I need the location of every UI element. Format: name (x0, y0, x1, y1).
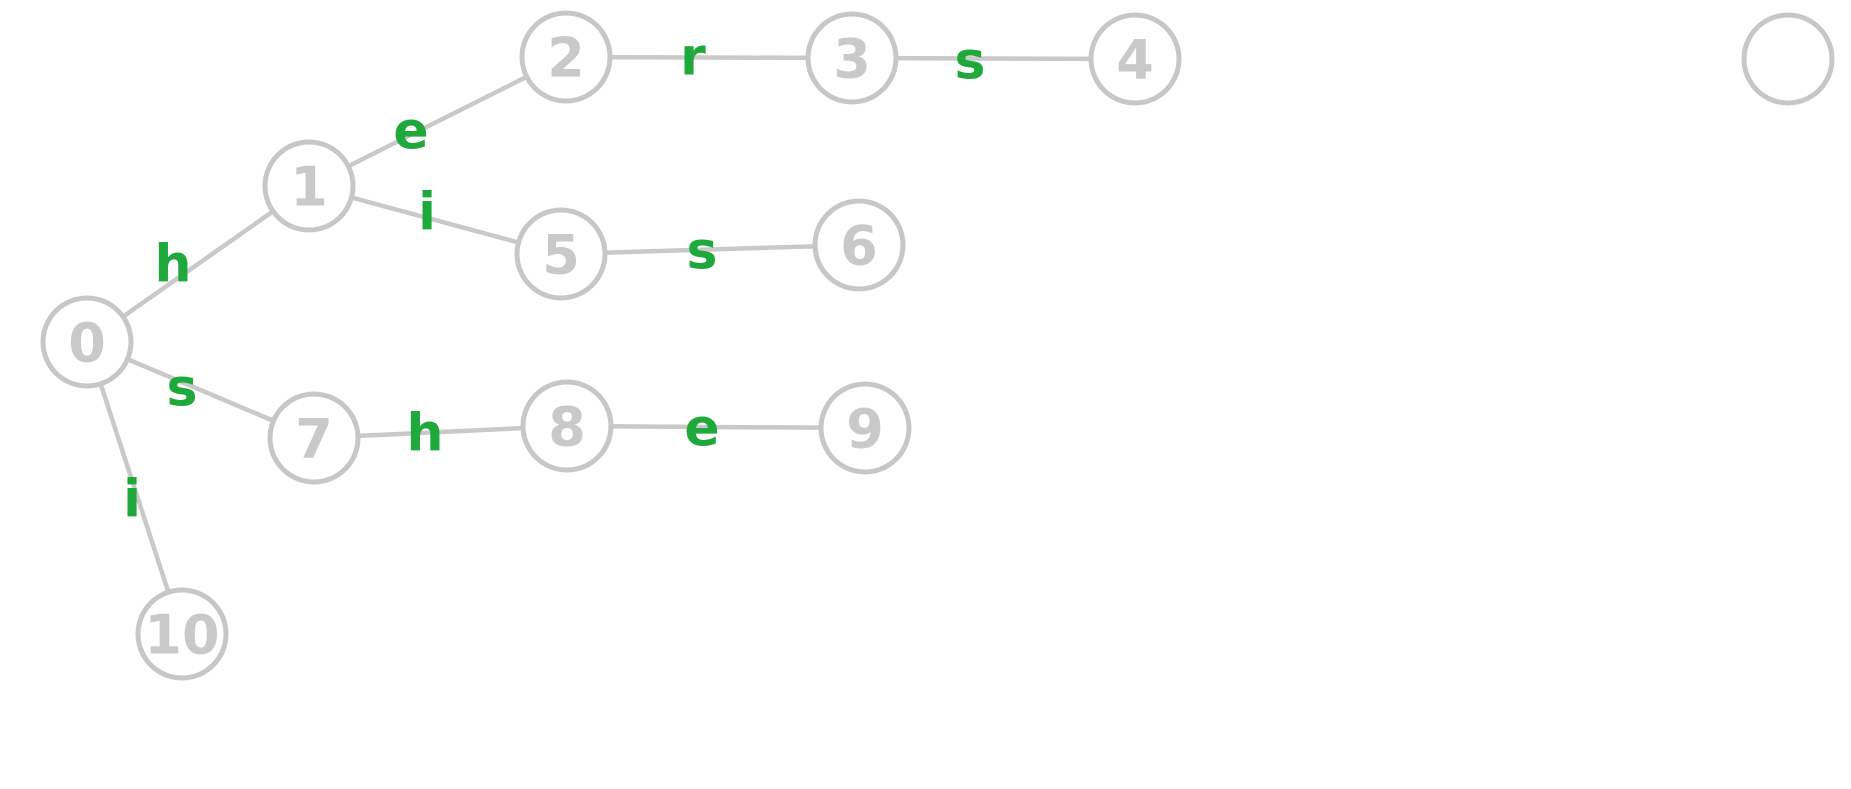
trie-edge-8-9 (566, 423, 866, 431)
trie-edge-1-2 (307, 54, 568, 189)
trie-node-id-3: 3 (833, 27, 871, 90)
trie-edge-label-2-3: r (680, 28, 706, 88)
trie-edge-label-7-8: h (406, 404, 443, 464)
trie-node-id-6: 6 (840, 214, 878, 277)
trie-node-id-0: 0 (68, 311, 106, 374)
trie-node-0-circle (40, 295, 134, 389)
trie-node-id-9: 9 (846, 397, 884, 460)
trie-edge-label-3-4: s (955, 32, 986, 92)
trie-node-6-circle (812, 198, 906, 292)
trie-node-7-circle (267, 391, 361, 485)
trie-node-id-2: 2 (547, 26, 585, 89)
trie-node-id-10: 10 (144, 603, 219, 666)
trie-edge-label-5-6: s (687, 222, 718, 282)
trie-node-1-circle (262, 139, 356, 233)
trie-node-id-8: 8 (548, 395, 586, 458)
trie-node-5-circle (514, 207, 608, 301)
trie-edge-2-3 (565, 54, 853, 61)
trie-node-9-circle (818, 381, 912, 475)
trie-edge-label-0-7: s (167, 359, 198, 419)
trie-node-empty-circle (1741, 12, 1835, 106)
trie-node-id-7: 7 (295, 407, 333, 470)
trie-node-10-circle (135, 587, 229, 681)
trie-node-id-5: 5 (542, 223, 580, 286)
trie-edge-0-10 (84, 341, 185, 635)
trie-node-id-1: 1 (290, 155, 328, 218)
trie-edge-label-0-1: h (154, 235, 191, 295)
trie-node-2-circle (519, 10, 613, 104)
trie-node-id-4: 4 (1116, 28, 1154, 91)
trie-edge-label-1-2: e (393, 102, 428, 162)
trie-edge-label-8-9: e (684, 399, 719, 459)
trie-edge-5-6 (560, 242, 860, 257)
trie-edge-label-1-5: i (418, 183, 436, 243)
trie-node-3-circle (805, 11, 899, 105)
trie-edge-3-4 (851, 55, 1136, 62)
trie-node-4-circle (1088, 12, 1182, 106)
trie-node-8-circle (520, 379, 614, 473)
trie-edge-label-0-10: i (123, 470, 141, 530)
